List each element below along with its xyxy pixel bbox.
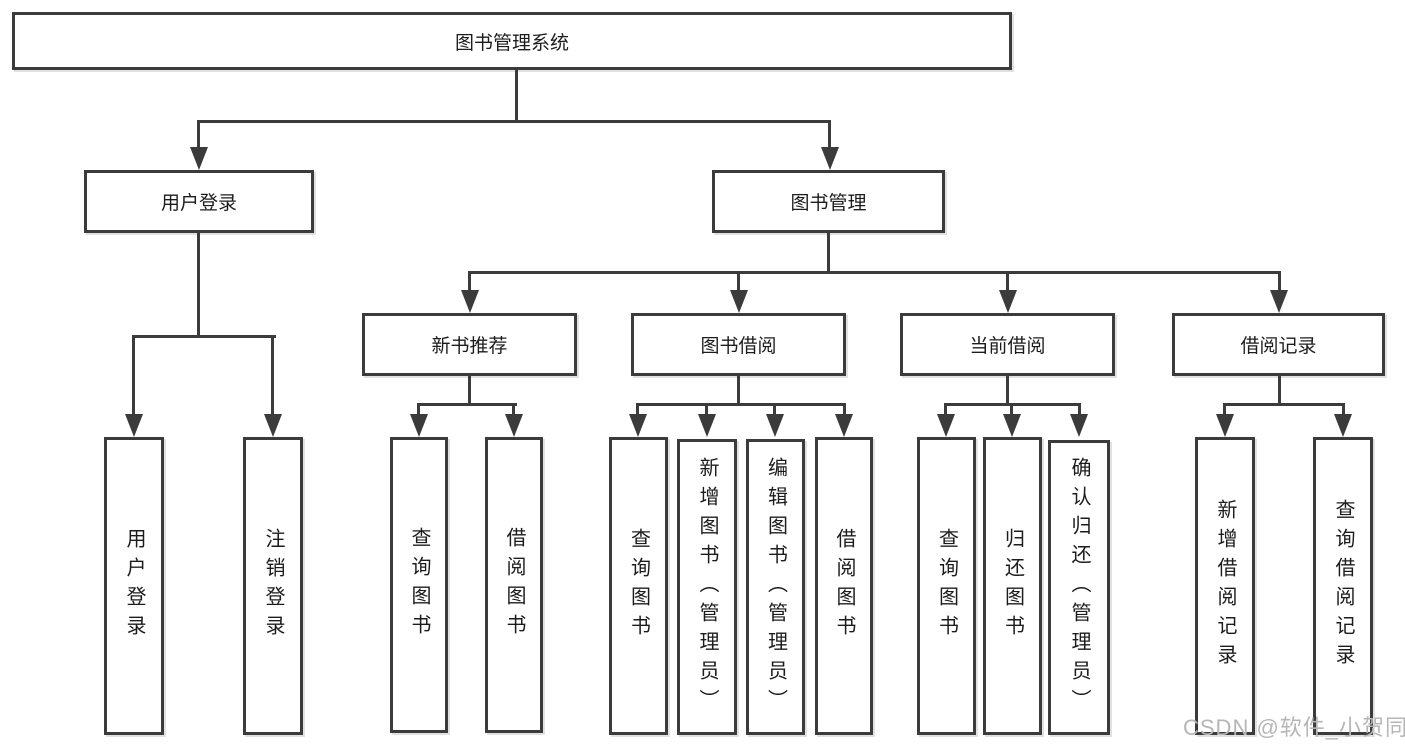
arrow-down-icon: [835, 414, 853, 437]
leaf-query-book-3: 查询图书: [917, 437, 976, 735]
connector-line: [1078, 403, 1081, 417]
arrow-down-icon: [1216, 414, 1234, 437]
connector-line: [773, 403, 776, 417]
connector-line: [197, 232, 200, 338]
arrow-down-icon: [264, 414, 282, 437]
connector-line: [636, 403, 846, 406]
connector-line: [132, 335, 276, 338]
leaf-confirm-return-admin: 确认归还（管理员）: [1048, 440, 1110, 735]
connector-line: [417, 403, 517, 406]
arrow-down-icon: [766, 414, 784, 437]
leaf-query-borrow-record: 查询借阅记录: [1313, 437, 1373, 735]
leaf-edit-book-admin: 编辑图书（管理员）: [746, 439, 805, 735]
leaf-return-book: 归还图书: [983, 437, 1042, 735]
connector-line: [1010, 403, 1013, 417]
leaf-borrow-book-1: 借阅图书: [485, 437, 543, 733]
connector-line: [843, 403, 846, 417]
connector-line: [827, 232, 830, 274]
connector-line: [515, 69, 518, 122]
connector-line: [468, 271, 1281, 274]
arrow-down-icon: [730, 290, 748, 313]
leaf-user-login: 用户登录: [104, 437, 164, 735]
node-book-borrow: 图书借阅: [631, 313, 846, 376]
node-new-book-recommend: 新书推荐: [362, 313, 577, 376]
arrow-down-icon: [1003, 414, 1021, 437]
leaf-query-book-2: 查询图书: [609, 437, 668, 735]
arrow-down-icon: [505, 414, 523, 437]
arrow-down-icon: [1270, 290, 1288, 313]
arrow-down-icon: [1334, 414, 1352, 437]
connector-line: [1278, 375, 1281, 406]
connector-line: [944, 403, 947, 417]
connector-line: [1006, 271, 1009, 295]
connector-line: [271, 335, 274, 418]
arrow-down-icon: [999, 290, 1017, 313]
connector-line: [1223, 403, 1345, 406]
node-book-management: 图书管理: [712, 170, 945, 233]
connector-line: [636, 403, 639, 417]
connector-line: [1342, 403, 1345, 417]
leaf-add-borrow-record: 新增借阅记录: [1195, 437, 1255, 735]
leaf-borrow-book-2: 借阅图书: [815, 437, 873, 735]
node-current-borrow: 当前借阅: [900, 313, 1115, 376]
connector-line: [705, 403, 708, 417]
connector-line: [512, 403, 515, 417]
arrow-down-icon: [190, 147, 208, 170]
leaf-logout: 注销登录: [243, 437, 303, 735]
connector-line: [737, 271, 740, 295]
leaf-add-book-admin: 新增图书（管理员）: [677, 439, 737, 735]
arrow-down-icon: [1070, 414, 1088, 437]
connector-line: [737, 375, 740, 406]
arrow-down-icon: [125, 414, 143, 437]
connector-line: [1223, 403, 1226, 417]
connector-line: [468, 271, 471, 295]
connector-line: [468, 375, 471, 406]
arrow-down-icon: [410, 414, 428, 437]
arrow-down-icon: [937, 414, 955, 437]
node-user-login: 用户登录: [84, 170, 314, 233]
connector-line: [417, 403, 420, 417]
connector-line: [197, 120, 200, 152]
csdn-watermark: CSDN @软件_小贺同学: [1183, 715, 1405, 740]
connector-line: [132, 335, 135, 418]
connector-line: [1006, 375, 1009, 406]
node-root: 图书管理系统: [12, 12, 1012, 70]
node-borrow-record: 借阅记录: [1172, 313, 1385, 376]
connector-line: [828, 120, 831, 152]
connector-line: [197, 120, 831, 123]
arrow-down-icon: [629, 414, 647, 437]
connector-line: [1278, 271, 1281, 295]
arrow-down-icon: [461, 290, 479, 313]
arrow-down-icon: [821, 147, 839, 170]
leaf-query-book-1: 查询图书: [390, 437, 448, 733]
arrow-down-icon: [698, 414, 716, 437]
